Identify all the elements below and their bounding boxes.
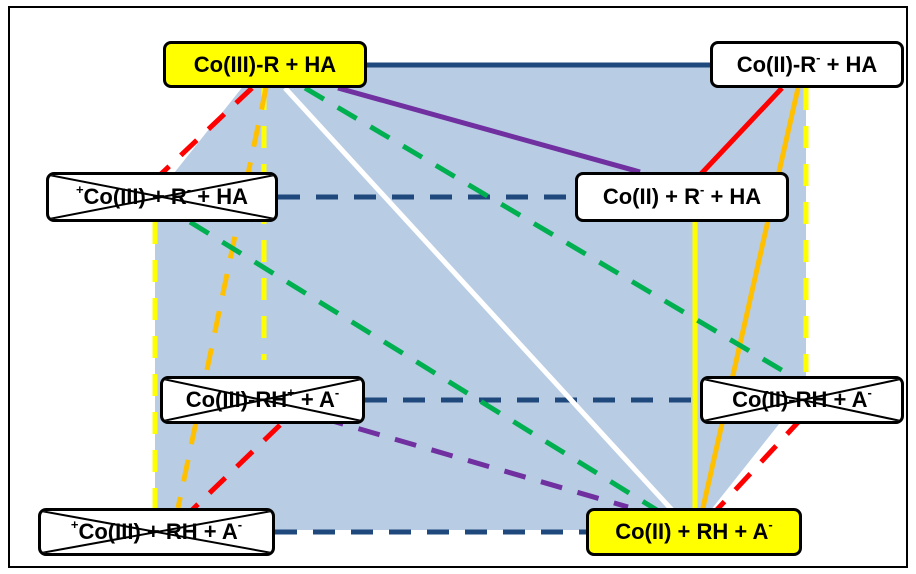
edge-green-top-to-right-mid — [303, 85, 792, 378]
edge-red-lower-left — [190, 423, 282, 512]
edge-green-left-to-bottom — [188, 219, 662, 515]
node-co3-rhplus-aminus-label: Co(III)-RH+ + A- — [185, 385, 340, 412]
node-co3-rhplus-aminus: Co(III)-RH+ + A- — [160, 376, 365, 424]
edge-orange-left — [175, 87, 269, 509]
node-co2-rminus-ha: Co(II) + R- + HA — [575, 172, 789, 222]
edge-purple-dashed — [321, 415, 629, 510]
edge-red-upper-right — [698, 86, 784, 177]
node-co3-r-ha-label: Co(III)-R + HA — [193, 51, 337, 77]
node-co3-plus-rh-aminus: +Co(III) + RH + A- — [38, 508, 275, 556]
node-co2-r-ha: Co(II)-R- + HA — [710, 41, 904, 88]
node-co3-plus-rminus-ha-label: +Co(III) + R- + HA — [75, 182, 249, 209]
node-co2-rminus-ha-label: Co(II) + R- + HA — [602, 182, 762, 209]
edge-red-upper-left — [158, 86, 254, 177]
edge-white-diagonal — [283, 86, 674, 512]
node-co3-r-ha: Co(III)-R + HA — [163, 41, 367, 88]
edge-orange-right — [699, 87, 801, 513]
node-co3-plus-rh-aminus-label: +Co(III) + RH + A- — [70, 517, 243, 544]
node-co2-r-ha-label: Co(II)-R- + HA — [736, 49, 878, 77]
node-co2-rh-aminus: Co(II)-RH + A- — [700, 376, 904, 424]
edge-purple-solid — [337, 85, 641, 175]
node-co2-rh-aminus-final: Co(II) + RH + A- — [586, 508, 802, 556]
node-co2-rh-aminus-final-label: Co(II) + RH + A- — [615, 517, 773, 544]
node-co3-plus-rminus-ha: +Co(III) + R- + HA — [46, 172, 278, 222]
node-co2-rh-aminus-label: Co(II)-RH + A- — [732, 385, 872, 412]
